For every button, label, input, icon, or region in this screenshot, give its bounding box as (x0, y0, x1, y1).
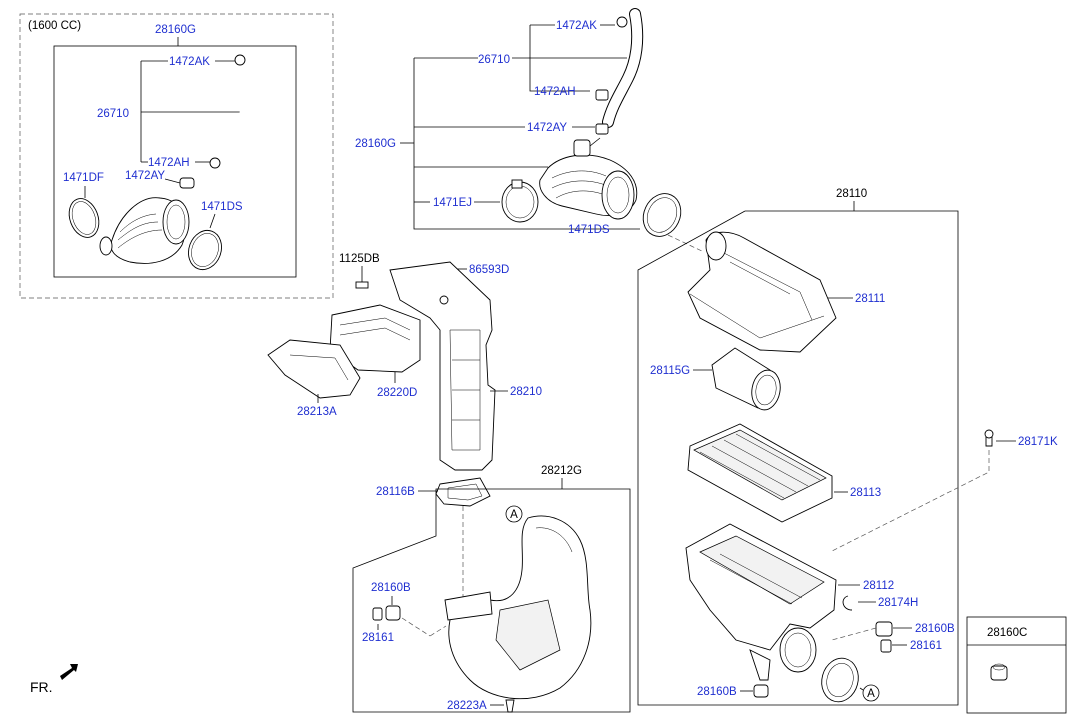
hose-clip-icon (842, 595, 853, 611)
resonator-label: 28220D (377, 387, 417, 399)
air-cleaner-group-label: 28110 (836, 188, 867, 200)
pin-icon (372, 607, 383, 621)
clip-icon (505, 699, 515, 713)
main-clamp-mid-label: 1472AH (534, 86, 576, 98)
pin-right-icon (880, 639, 892, 653)
screw-label: 86593D (469, 264, 509, 276)
ref-a-right-label: A (867, 688, 875, 700)
duct-28210-icon (389, 261, 496, 471)
duct-parts: 1125DB 86593D 28210 28220D 28213A 28116B (267, 253, 631, 713)
hose-clip-label: 28174H (878, 597, 918, 609)
outlet-seal-icon (821, 657, 859, 703)
fitting-1472ay-icon (595, 123, 609, 135)
filter-label: 28113 (850, 487, 881, 499)
direction-marker: FR. (30, 664, 78, 695)
grommet-right-icon (875, 621, 893, 637)
legend-box: 28160C (966, 616, 1067, 714)
seal-label: 28116B (376, 486, 415, 498)
clip-1472ah-icon (595, 89, 609, 101)
bracket-icon (267, 339, 361, 399)
legend-label: 28160C (987, 627, 1027, 639)
inset-clamp-right-label: 1471DS (201, 201, 243, 213)
duct-label: 28210 (510, 386, 542, 398)
inset-frame (53, 45, 297, 278)
main-group-label: 28160G (355, 138, 396, 150)
bolt-28171k-label: 28171K (1018, 436, 1058, 448)
clip-label: 28223A (447, 700, 487, 712)
bolt-label: 1125DB (339, 253, 380, 265)
bolt-icon (355, 281, 369, 289)
body-label: 28112 (863, 580, 894, 592)
air-cleaner: 28110 28111 28115G 28113 28171K (637, 188, 1058, 706)
inset-clamp-left-label: 1471DF (63, 172, 104, 184)
inset-hose-end-icon (162, 199, 190, 245)
inset-1600cc: (1600 CC) 28160G 1472AK 26710 1472AH 147… (19, 13, 334, 299)
variant-label: (1600 CC) (28, 20, 81, 32)
main-clamp-top-label: 1472AK (556, 20, 597, 32)
main-fitting-label: 1472AY (527, 122, 567, 134)
grommet-icon (385, 605, 401, 621)
ref-a-circle-right (862, 684, 880, 702)
main-clamp-small-label: 1471EJ (433, 197, 472, 209)
inset-clamp-right-icon (188, 229, 222, 271)
inset-clamp-bottom-label: 1472AH (148, 157, 190, 169)
grommet-label: 28160B (371, 582, 411, 594)
cover-label: 28111 (855, 293, 885, 305)
ref-a-left-label: A (510, 509, 518, 521)
inset-clamp-top-label: 1472AK (169, 56, 210, 68)
inset-dashed-border (19, 13, 334, 299)
grommet-right-label: 28160B (915, 623, 955, 635)
clip-1472ak-icon (616, 16, 628, 28)
grommet-bottom-icon (753, 684, 769, 698)
inset-clip-top-icon (234, 54, 246, 66)
lower-group-label: 28212G (541, 465, 582, 477)
inset-fitting-icon (179, 177, 195, 189)
clamp-1471ds-icon (642, 193, 682, 237)
ref-a-circle-left (505, 505, 523, 523)
inset-group-label: 28160G (155, 24, 196, 36)
main-clamp-big-label: 1471DS (568, 224, 610, 236)
seal-icon (435, 477, 491, 507)
pin-label: 28161 (362, 632, 394, 644)
inset-hose-label: 26710 (97, 108, 129, 120)
direction-label: FR. (30, 679, 53, 695)
grommet-bottom-label: 28160B (697, 686, 737, 698)
inset-clip-bottom-icon (209, 157, 221, 169)
direction-arrow-icon (60, 664, 78, 680)
air-cleaner-frame (637, 210, 959, 706)
inset-clamp-left-icon (68, 198, 100, 238)
pin-right-label: 28161 (910, 640, 942, 652)
main-hose-label: 26710 (478, 54, 510, 66)
legend-frame (966, 616, 1067, 714)
hose-assembly: 1472AK 26710 1472AH 1472AY 28160G 1471EJ… (355, 8, 705, 253)
inset-fitting-label: 1472AY (125, 170, 165, 182)
lower-group-frame (352, 488, 631, 713)
inlet-label: 28115G (650, 365, 690, 377)
bracket-label: 28213A (297, 406, 337, 418)
